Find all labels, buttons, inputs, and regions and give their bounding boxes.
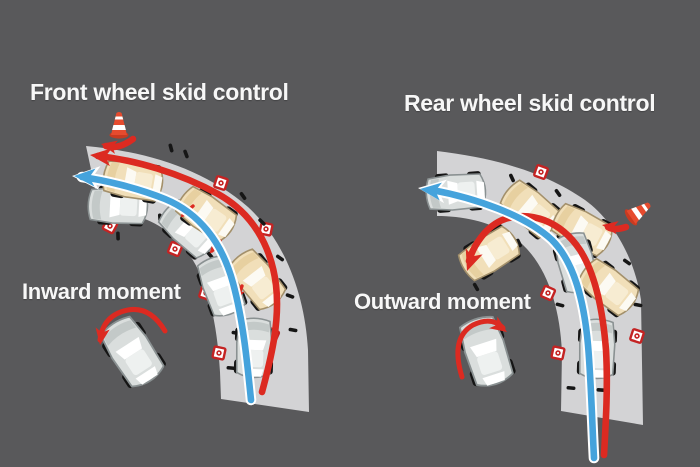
controlled-path-arrow [416,176,600,464]
skid-marker-icon [532,163,550,181]
cone-warning [600,196,656,235]
outward-moment-label: Outward moment [354,289,531,314]
skid-marker-icon [550,345,566,361]
rear-skid-title: Rear wheel skid control [404,90,656,116]
controlled-path-arrow [71,164,257,406]
rear-skid-panel [416,151,656,464]
traffic-cone-icon [109,112,129,139]
car-top-view-silver-icon [453,311,519,392]
front-skid-title: Front wheel skid control [30,79,289,105]
cone-warning [99,112,137,154]
inward-moment-label: Inward moment [22,279,181,304]
skid-marker-icon [212,174,230,192]
skid-marker-icon [211,345,227,361]
inward-moment-figure [92,306,171,394]
skid-path-arrow [89,146,281,396]
skid-marker-icon [628,327,646,345]
front-skid-panel [71,112,309,412]
skid-path-arrow [458,212,611,459]
counterclockwise-yaw-arrow-icon [92,306,168,347]
outward-moment-figure [453,311,519,392]
traffic-cone-icon [622,196,656,228]
clockwise-yaw-arrow-icon [455,316,512,380]
